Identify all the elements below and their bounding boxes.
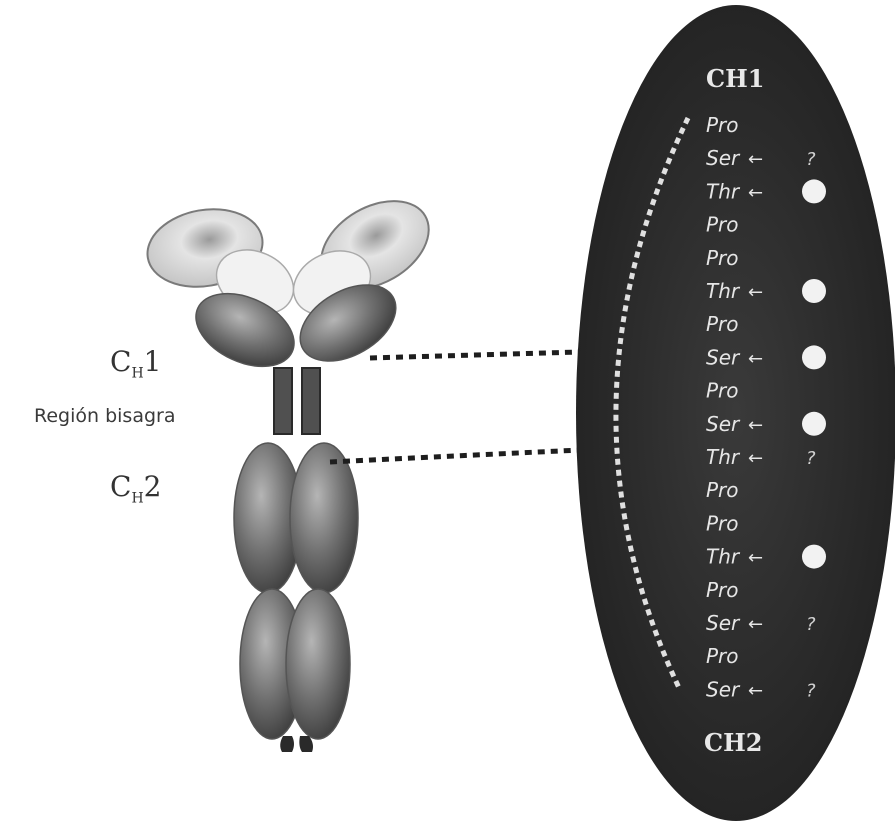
glycosylation-dot [802, 345, 826, 369]
residue-thr: Thr [706, 445, 741, 469]
oval-bottom-label: CH2 [704, 728, 762, 757]
residue-pro: Pro [706, 213, 739, 237]
hinge-bar-left [274, 368, 292, 434]
arrow-icon: ← [748, 680, 763, 701]
residue-pro: Pro [706, 511, 739, 535]
ch2-label-sub: H [131, 491, 143, 507]
residue-thr: Thr [706, 279, 741, 303]
residue-pro: Pro [706, 379, 739, 403]
ch2-label-main: C [110, 470, 131, 503]
hinge-label: Región bisagra [34, 405, 175, 427]
connector-line-ch2 [330, 450, 580, 462]
c-terminal-tails [280, 736, 313, 752]
arrow-icon: ← [748, 348, 763, 369]
residue-pro: Pro [706, 478, 739, 502]
ch1-label: CH1 [110, 345, 161, 382]
question-mark: ? [806, 680, 816, 701]
residue-ser: Ser [706, 146, 741, 170]
residue-pro: Pro [706, 578, 739, 602]
question-mark: ? [806, 614, 816, 635]
residue-ser: Ser [706, 677, 741, 701]
oval-top-label: CH1 [706, 64, 764, 93]
residue-thr: Thr [706, 179, 741, 203]
residue-ser: Ser [706, 345, 741, 369]
residue-pro: Pro [706, 312, 739, 336]
ch3-domain-right [286, 589, 350, 739]
question-mark: ? [806, 149, 816, 170]
glycosylation-dot [802, 545, 826, 569]
hinge-bar-right [302, 368, 320, 434]
ch2-label: CH2 [110, 470, 161, 507]
arrow-icon: ← [748, 182, 763, 203]
arrow-icon: ← [748, 548, 763, 569]
question-mark: ? [806, 448, 816, 469]
glycosylation-dot [802, 179, 826, 203]
arrow-icon: ← [748, 448, 763, 469]
glycosylation-dot [802, 412, 826, 436]
arrow-icon: ← [748, 614, 763, 635]
residue-pro: Pro [706, 113, 739, 137]
residue-ser: Ser [706, 611, 741, 635]
arrow-icon: ← [748, 415, 763, 436]
ch2-domain-right [290, 443, 358, 593]
residue-ser: Ser [706, 412, 741, 436]
ch2-label-num: 2 [144, 470, 162, 503]
arrow-icon: ← [748, 282, 763, 303]
residue-pro: Pro [706, 246, 739, 270]
ch1-label-num: 1 [144, 345, 162, 378]
glycosylation-dot [802, 279, 826, 303]
ch1-label-main: C [110, 345, 131, 378]
residue-pro: Pro [706, 644, 739, 668]
arrow-icon: ← [748, 149, 763, 170]
connector-line-ch1 [370, 352, 580, 358]
residue-thr: Thr [706, 545, 741, 569]
ch1-label-sub: H [131, 366, 143, 382]
